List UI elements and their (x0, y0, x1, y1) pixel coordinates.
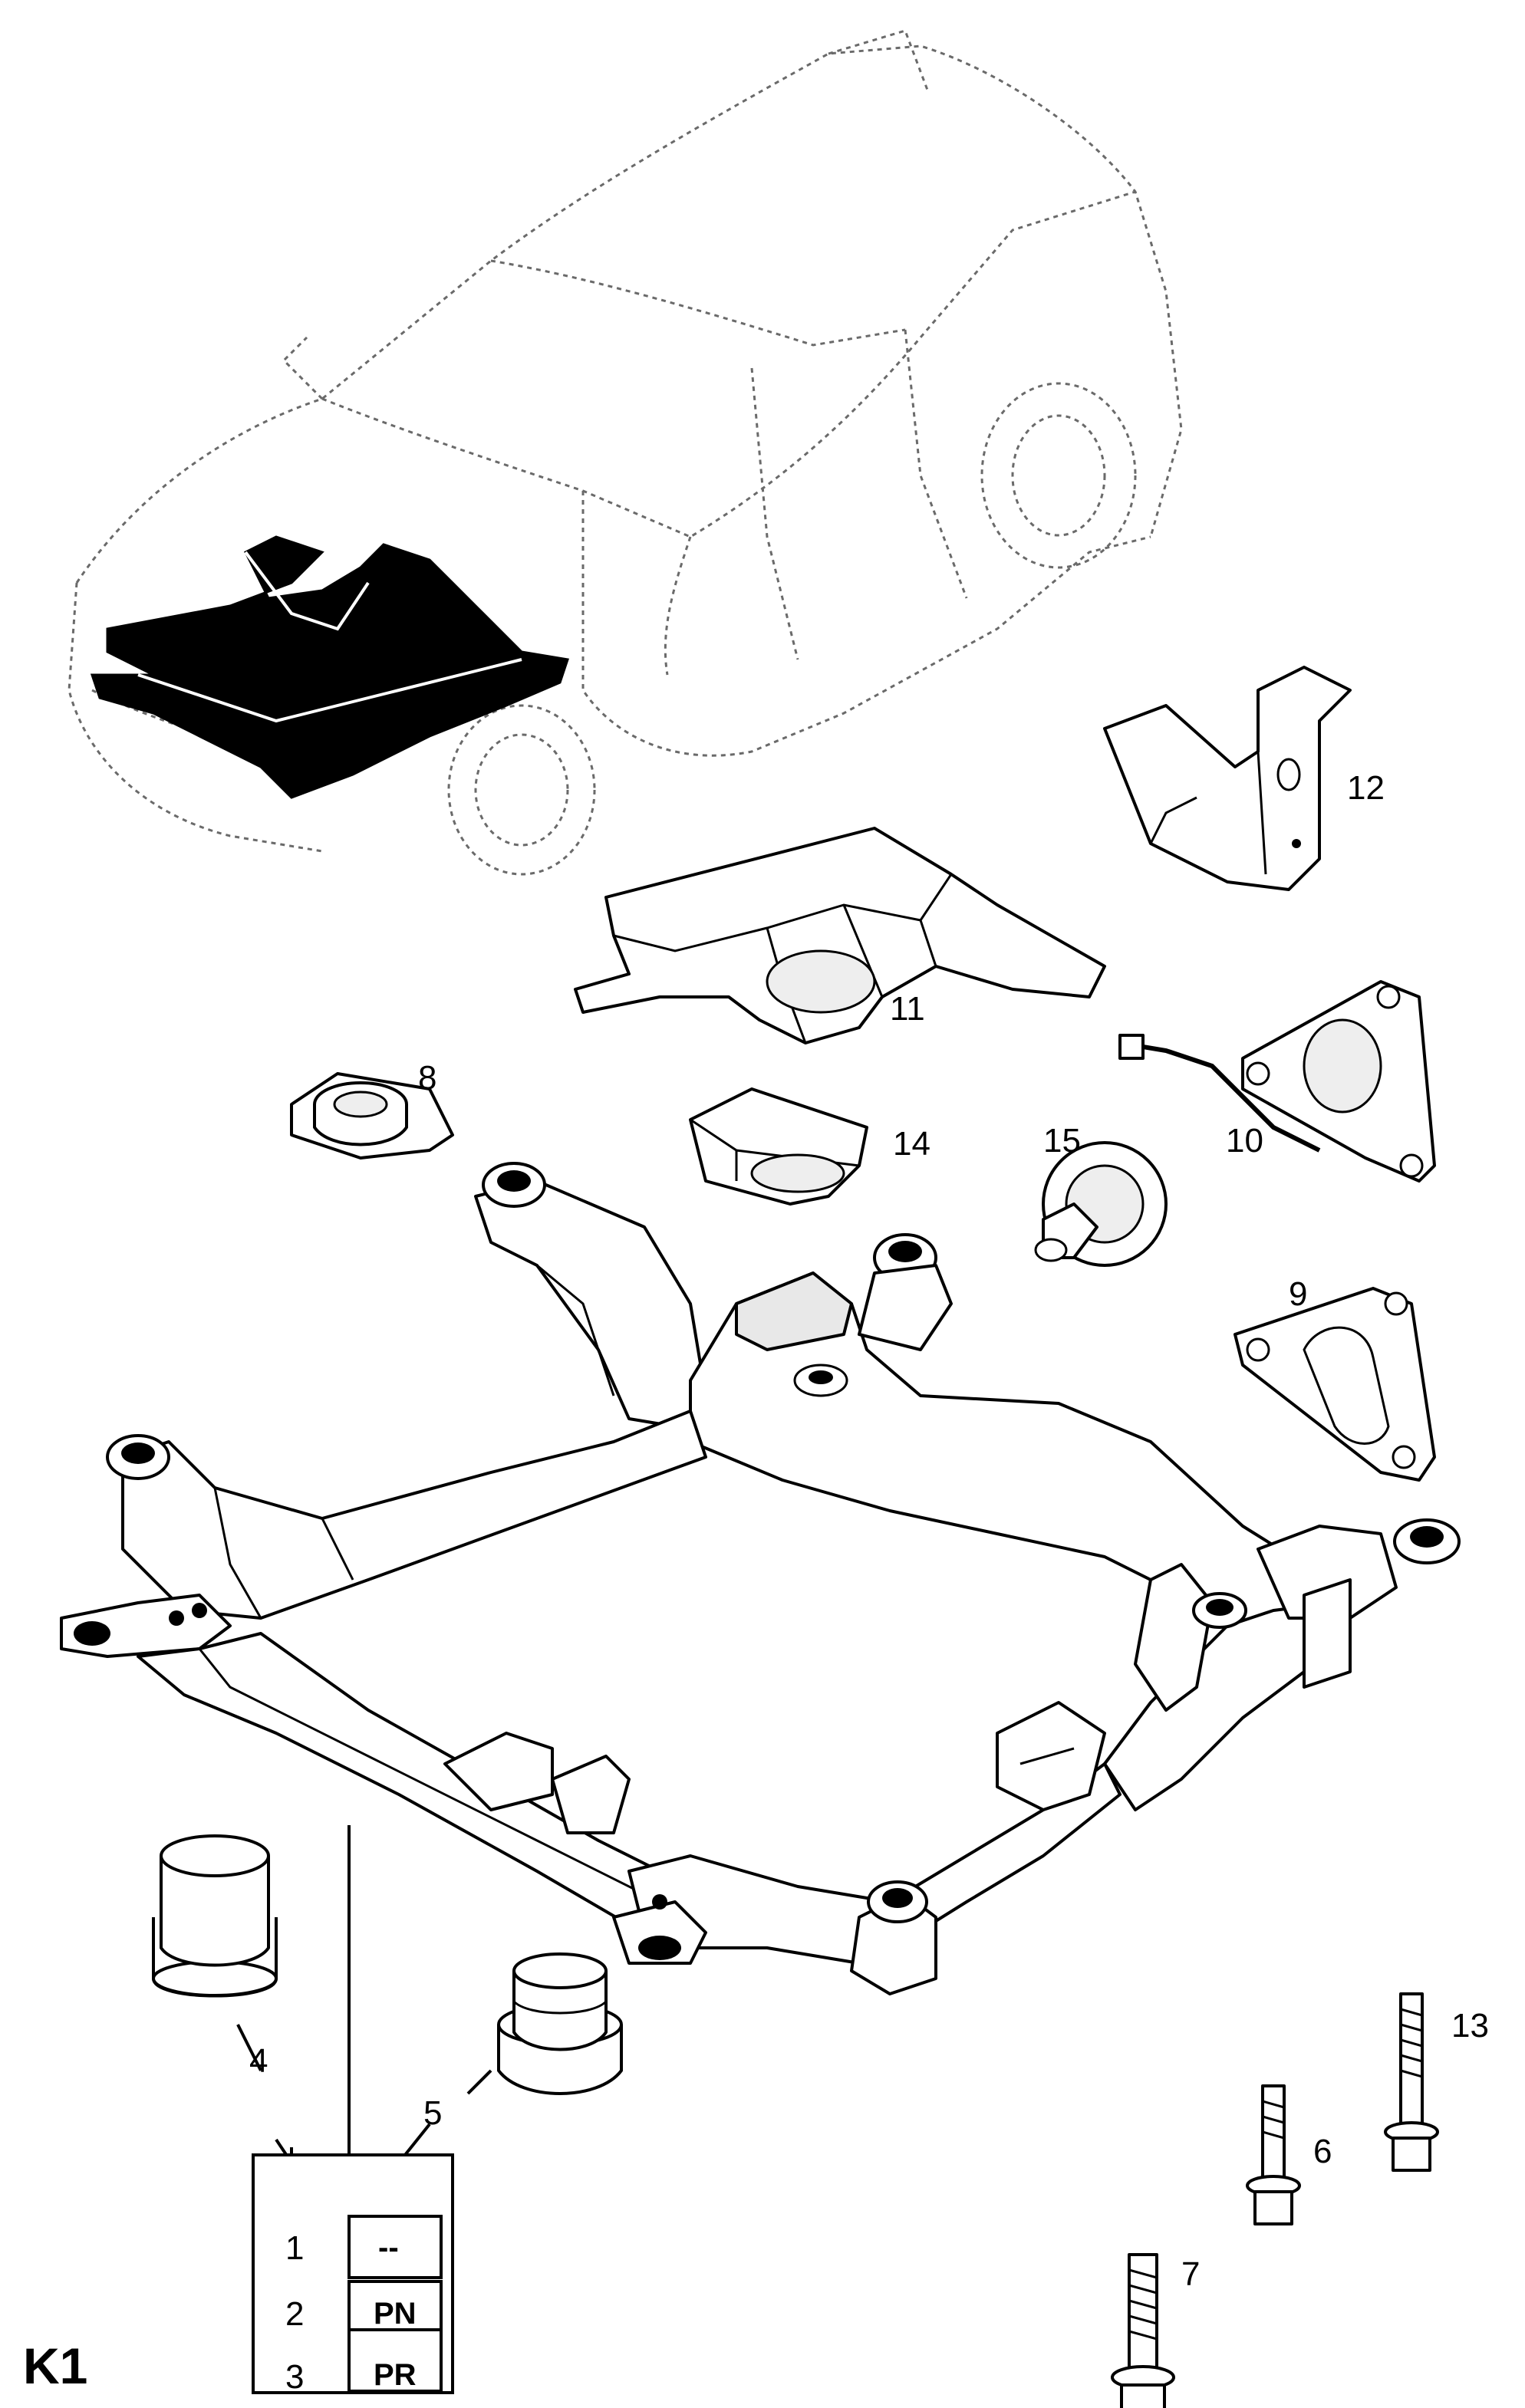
part-5-bush (497, 1952, 623, 2095)
part-8-pad (290, 1072, 454, 1160)
callout-10: 10 (1226, 1122, 1263, 1160)
part-13-bolt (1384, 1992, 1439, 2172)
highlighted-subframe (90, 535, 569, 799)
code-row-3-value: PR (374, 2358, 417, 2392)
callout-4: 4 (249, 2042, 268, 2080)
subframe-main (60, 1162, 1461, 1995)
part-15-mount (1034, 1141, 1168, 1267)
code-row-3-number: 3 (285, 2358, 304, 2396)
callout-13: 13 (1451, 2007, 1489, 2044)
callout-9: 9 (1289, 1275, 1307, 1313)
code-table: 1 2 3 -- PN PR (252, 2153, 454, 2396)
callout-7: 7 (1181, 2255, 1200, 2293)
callout-14: 14 (893, 1125, 930, 1163)
code-row-1-number: 1 (285, 2229, 304, 2267)
page-label: K1 (23, 2337, 87, 2394)
callout-labels: 4 5 6 7 8 9 10 11 12 13 14 15 (249, 769, 1489, 2293)
vehicle-ghost-outline (68, 29, 1183, 876)
part-7-bolt (1111, 2253, 1175, 2408)
code-row-1-value: -- (378, 2231, 399, 2265)
part-9-plate (1234, 1287, 1436, 1482)
code-row-2-value: PN (374, 2297, 417, 2331)
part-6-bolt (1246, 2084, 1301, 2225)
part-10-bracket (1118, 980, 1436, 1183)
callout-6: 6 (1313, 2133, 1332, 2170)
callout-11: 11 (890, 990, 925, 1028)
part-11-undertray (574, 827, 1106, 1044)
part-4-bush (152, 1834, 278, 1998)
code-row-2-number: 2 (285, 2295, 304, 2333)
callout-15: 15 (1043, 1122, 1081, 1160)
part-12-bracket (1103, 666, 1352, 891)
part-14-shield (689, 1087, 868, 1206)
callout-5: 5 (423, 2094, 442, 2132)
callout-8: 8 (418, 1059, 436, 1097)
callout-12: 12 (1347, 769, 1385, 807)
